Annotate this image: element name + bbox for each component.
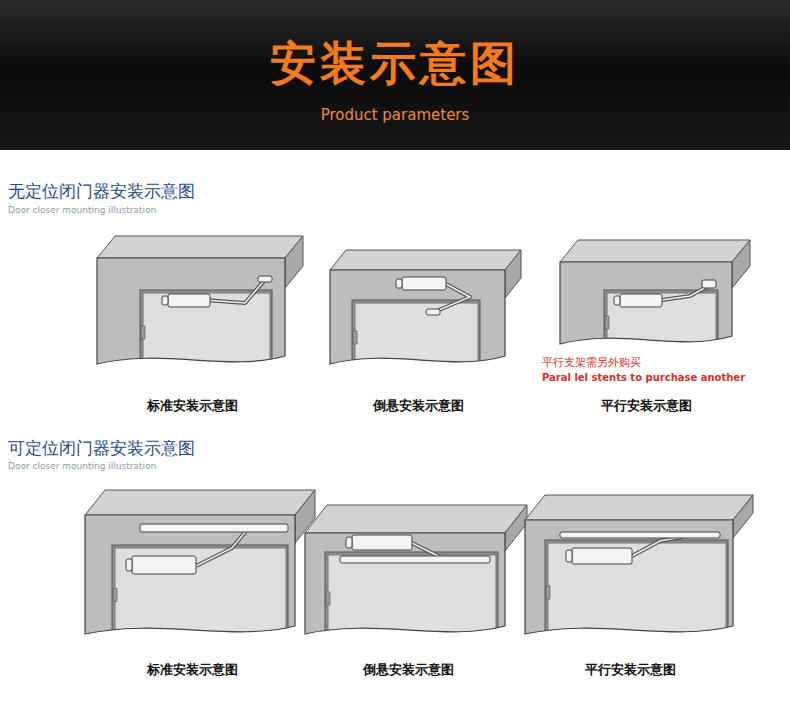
closer-part xyxy=(132,556,196,574)
door-illustration xyxy=(97,236,303,385)
closer-part xyxy=(346,537,352,548)
closer-arm xyxy=(196,531,246,566)
figure-caption: 倒悬安装示意图 xyxy=(363,662,454,678)
door-leaf xyxy=(607,293,716,365)
closer-part xyxy=(340,556,490,563)
closer-part xyxy=(572,548,632,564)
hinge xyxy=(326,592,330,605)
door-illustration xyxy=(85,490,315,655)
wall-top-face xyxy=(330,250,521,270)
closer-arm xyxy=(412,543,440,557)
closer-arm xyxy=(662,286,708,300)
wall-outline xyxy=(97,258,285,364)
front-face-group xyxy=(305,533,505,655)
closer-part xyxy=(614,296,620,305)
closer-arm xyxy=(632,537,682,556)
figure-caption: 平行安装示意图 xyxy=(585,662,676,678)
wall-side-face xyxy=(505,505,527,551)
wall-outline xyxy=(560,262,732,344)
closer-part xyxy=(396,279,402,288)
figure-caption: 平行安装示意图 xyxy=(601,398,692,414)
closer-part xyxy=(168,294,210,307)
closer-part xyxy=(620,294,662,307)
section-subtitle: Door closer mounting illustration xyxy=(8,461,156,472)
door-illustration xyxy=(560,240,750,365)
wall-side-face xyxy=(285,236,303,288)
figure-caption: 标准安装示意图 xyxy=(147,398,238,414)
wall-outline xyxy=(525,520,733,634)
section-heading: 无定位闭门器安装示意图 xyxy=(8,181,195,201)
closer-arm xyxy=(205,281,264,303)
door-illustration xyxy=(525,495,753,655)
hinge xyxy=(113,589,117,602)
door-leaf xyxy=(143,293,270,385)
closer-part xyxy=(140,524,288,532)
wall-side-face xyxy=(732,240,750,288)
section-heading: 可定位闭门器安装示意图 xyxy=(8,438,195,458)
front-face-group xyxy=(560,262,732,365)
door-illustration xyxy=(305,505,527,655)
figure-caption: 标准安装示意图 xyxy=(147,662,238,678)
door-leaf xyxy=(355,303,478,385)
hinge xyxy=(353,331,357,344)
hinge xyxy=(141,326,145,339)
wall-side-face xyxy=(505,250,521,298)
wall-top-face xyxy=(85,490,315,515)
door-illustration xyxy=(330,250,521,385)
closer-part xyxy=(162,296,168,305)
wall-top-face xyxy=(97,236,303,258)
note-text: Paral lel stents to purchase another xyxy=(542,372,745,384)
wall-outline xyxy=(305,533,505,634)
note-text: 平行支架需另外购买 xyxy=(542,356,641,369)
hinge xyxy=(605,316,609,329)
front-face-group xyxy=(97,258,285,385)
closer-part xyxy=(702,280,716,288)
front-face-group xyxy=(525,520,733,655)
closer-part xyxy=(566,550,572,562)
closer-part xyxy=(352,535,412,550)
wall-top-face xyxy=(560,240,750,262)
closer-arm-highlight xyxy=(196,531,246,566)
closer-arm-highlight xyxy=(412,543,440,557)
closer-arm-highlight xyxy=(205,281,264,303)
closer-part xyxy=(426,309,440,315)
header-subtitle: Product parameters xyxy=(321,106,470,124)
wall-top-face xyxy=(525,495,753,520)
closer-part xyxy=(258,276,272,282)
closer-arm-highlight xyxy=(662,286,708,300)
wall-side-face xyxy=(733,495,753,538)
front-face-group xyxy=(330,270,505,385)
front-face-group xyxy=(85,515,295,655)
closer-part xyxy=(402,277,446,290)
door-leaf xyxy=(328,555,496,655)
wall-top-face xyxy=(305,505,527,533)
closer-part xyxy=(126,559,132,571)
wall-outline xyxy=(330,270,505,364)
door-leaf xyxy=(548,543,726,655)
closer-arm-highlight xyxy=(632,537,682,556)
page-title: 安装示意图 xyxy=(0,36,790,91)
figure-caption: 倒悬安装示意图 xyxy=(373,398,464,414)
closer-part xyxy=(560,532,720,538)
wall-outline xyxy=(85,515,295,634)
section-subtitle: Door closer mounting illustration xyxy=(8,205,156,216)
hinge xyxy=(546,586,550,599)
